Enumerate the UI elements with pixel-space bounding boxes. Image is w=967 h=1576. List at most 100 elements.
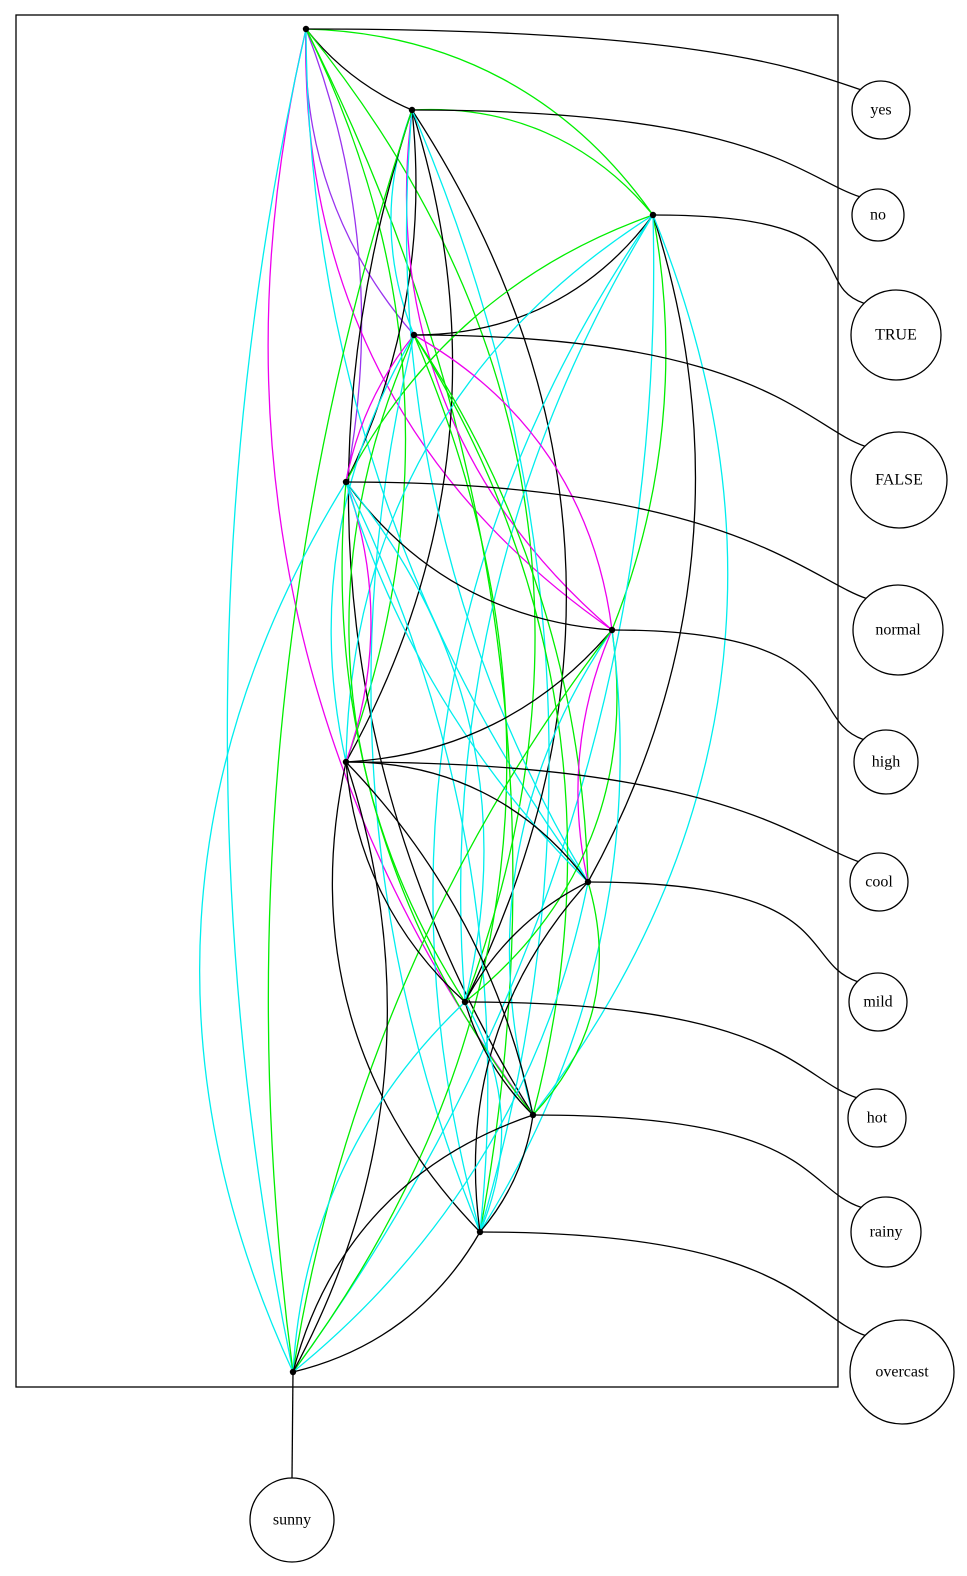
lead-line-yes — [305, 28, 861, 91]
edge-cool-mild — [345, 761, 589, 883]
label-text: overcast — [875, 1364, 929, 1381]
edge-no-sunny — [267, 109, 413, 1373]
label-circle — [849, 1319, 955, 1425]
label-circle — [850, 289, 942, 381]
edge-cool-rainy — [345, 761, 534, 1116]
label-text: yes — [870, 102, 891, 119]
label-circle — [847, 1088, 907, 1148]
edge-hot-sunny — [292, 1001, 466, 1373]
edge-high-mild — [577, 629, 613, 883]
edge-normal-sunny — [199, 481, 347, 1373]
label-circle — [848, 972, 908, 1032]
label-circle — [850, 1196, 922, 1268]
lead-line-hot — [464, 1001, 857, 1099]
label-circle — [849, 852, 909, 912]
label-node-sunny: sunny — [249, 1477, 335, 1563]
lead-line-normal — [345, 481, 867, 600]
edge-TRUE-cool — [345, 214, 654, 763]
label-node-hot: hot — [847, 1088, 907, 1148]
label-node-high: high — [853, 729, 919, 795]
label-circle — [853, 729, 919, 795]
edge-yes-high — [305, 28, 613, 631]
label-node-yes: yes — [851, 80, 911, 140]
label-node-rainy: rainy — [850, 1196, 922, 1268]
edge-FALSE-mild — [413, 334, 589, 883]
node-hot — [461, 998, 469, 1006]
label-text: high — [872, 754, 900, 771]
label-text: no — [870, 207, 886, 224]
lead-line-mild — [587, 881, 858, 983]
edge-no-cool — [345, 109, 454, 763]
edge-TRUE-normal — [345, 214, 654, 483]
edge-mild-rainy — [532, 881, 600, 1116]
edge-FALSE-sunny — [292, 334, 508, 1373]
node-mild — [584, 878, 592, 886]
label-node-normal: normal — [852, 584, 944, 676]
label-text: mild — [863, 994, 892, 1011]
label-node-TRUE: TRUE — [850, 289, 942, 381]
edge-yes-sunny — [226, 28, 307, 1373]
edge-no-overcast — [411, 109, 550, 1233]
edge-TRUE-sunny — [292, 214, 655, 1373]
node-normal — [342, 478, 350, 486]
edge-FALSE-overcast — [370, 334, 481, 1233]
edge-yes-TRUE — [305, 28, 654, 216]
edge-high-sunny — [292, 629, 613, 1373]
lead-line-cool — [345, 761, 859, 863]
label-text: cool — [865, 874, 893, 891]
label-text: rainy — [870, 1224, 903, 1241]
edge-hot-overcast — [464, 1001, 503, 1233]
edge-FALSE-hot — [348, 334, 466, 1003]
node-TRUE — [649, 211, 657, 219]
label-text: normal — [875, 622, 921, 639]
edge-FALSE-high — [413, 334, 613, 631]
lead-line-FALSE — [413, 334, 866, 448]
node-sunny — [289, 1368, 297, 1376]
lead-line-overcast — [479, 1231, 866, 1337]
node-no — [408, 106, 416, 114]
edge-mild-sunny — [292, 881, 589, 1373]
edge-high-cool — [345, 629, 613, 763]
edge-yes-hot — [305, 28, 536, 1003]
edge-no-high — [405, 109, 613, 631]
edge-mild-hot — [464, 881, 589, 1003]
edge-overcast-sunny — [292, 1231, 481, 1373]
edge-yes-normal — [305, 28, 363, 483]
edge-normal-high — [345, 481, 613, 631]
edge-rainy-sunny — [292, 1114, 534, 1373]
node-layer — [289, 25, 657, 1376]
edge-cool-hot — [345, 761, 466, 1003]
edge-normal-hot — [345, 481, 485, 1003]
edge-FALSE-cool — [330, 334, 415, 763]
label-node-no: no — [851, 188, 905, 242]
edge-high-rainy — [508, 629, 613, 1116]
node-FALSE — [410, 331, 418, 339]
lead-line-sunny — [291, 1371, 294, 1479]
diagram-frame — [15, 14, 839, 1388]
edge-normal-cool — [345, 481, 372, 763]
edge-no-mild — [405, 109, 589, 883]
edge-yes-no — [305, 28, 413, 111]
label-circle — [850, 431, 948, 529]
edge-cool-overcast — [331, 761, 481, 1233]
edge-TRUE-mild — [587, 214, 697, 883]
label-layer: yesnoTRUEFALSEnormalhighcoolmildhotrainy… — [249, 80, 955, 1563]
lead-line-high — [611, 629, 864, 741]
edge-no-normal — [345, 109, 417, 483]
label-circle — [852, 584, 944, 676]
node-rainy — [529, 1111, 537, 1119]
edge-no-hot — [411, 109, 567, 1003]
edge-mild-overcast — [474, 881, 589, 1233]
lead-line-no — [411, 109, 861, 198]
lead-line-rainy — [532, 1114, 862, 1209]
edge-layer — [199, 28, 729, 1373]
label-text: sunny — [273, 1512, 311, 1529]
label-text: TRUE — [875, 327, 917, 344]
edge-no-rainy — [347, 109, 534, 1116]
label-text: hot — [867, 1110, 888, 1127]
label-node-overcast: overcast — [849, 1319, 955, 1425]
edge-TRUE-hot — [459, 214, 654, 1003]
edge-cool-sunny — [292, 761, 388, 1373]
edge-TRUE-overcast — [432, 214, 654, 1233]
